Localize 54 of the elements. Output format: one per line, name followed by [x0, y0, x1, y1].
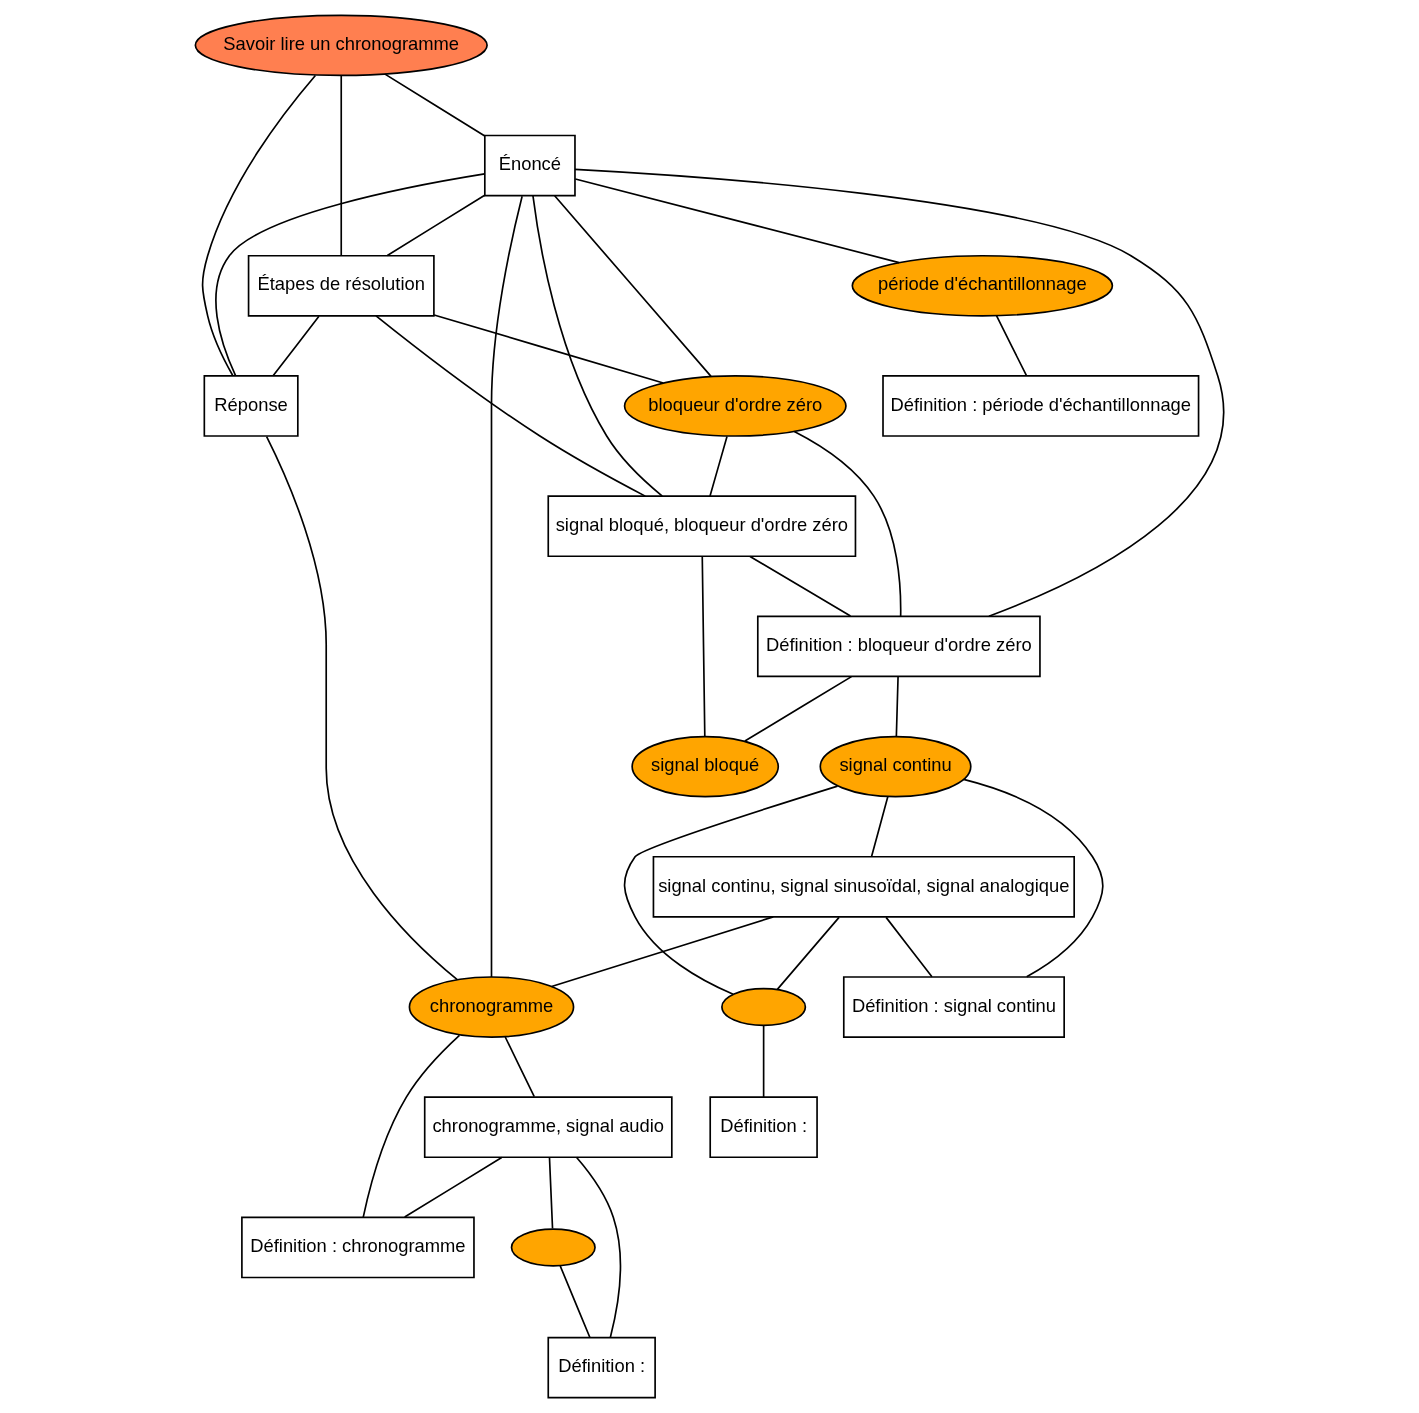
connector [550, 916, 774, 988]
connector [548, 1156, 553, 1230]
node-box: chronogramme, signal audio [423, 1096, 673, 1159]
node-ellipse: signal continu [818, 735, 972, 798]
connector [748, 555, 851, 617]
connector [214, 173, 485, 377]
connector [743, 675, 852, 742]
connector [870, 795, 889, 858]
connector [558, 1265, 591, 1339]
connector [503, 1036, 535, 1098]
connector [361, 1034, 460, 1219]
connector [339, 74, 342, 257]
node-ellipse: chronogramme [408, 976, 574, 1038]
connector [884, 916, 933, 978]
node-box: Définition : [708, 1096, 818, 1159]
connector [895, 676, 899, 738]
connector [403, 1156, 503, 1218]
connector [490, 195, 523, 978]
connector [623, 785, 838, 996]
connector [265, 435, 458, 981]
node-ellipse: signal bloqué [630, 735, 779, 798]
connector [432, 314, 664, 384]
connector [995, 314, 1027, 377]
connector [386, 194, 486, 257]
connector [575, 1156, 621, 1339]
connector [708, 435, 728, 497]
connector [962, 778, 1104, 978]
connector [792, 430, 902, 617]
connector [383, 73, 485, 137]
connector [700, 555, 706, 738]
connector [553, 195, 712, 378]
connector [574, 178, 900, 264]
node-ellipse: période d'échantillonnage [851, 254, 1113, 317]
node-box: Définition : [546, 1336, 656, 1399]
node-ellipse: Savoir lire un chronogramme [194, 14, 488, 77]
node-box: Définition : bloqueur d'ordre zéro [756, 615, 1041, 678]
node-ellipse: bloqueur d'ordre zéro [623, 375, 847, 437]
node-box: signal continu, signal sinusoïdal, signal analogique [652, 855, 1075, 918]
connector [271, 315, 320, 377]
node-box: Définition : chronogramme [240, 1216, 475, 1279]
node-ellipse [720, 987, 806, 1027]
node-box: Réponse [203, 375, 299, 437]
node-box: Définition : période d'échantillonnage [881, 375, 1199, 437]
node-box: Définition : signal continu [842, 976, 1065, 1038]
connector [776, 916, 840, 991]
connector [374, 315, 646, 497]
node-box: Étapes de résolution [247, 254, 435, 317]
connector [573, 168, 1224, 618]
node-ellipse [510, 1228, 596, 1267]
connector [531, 195, 663, 497]
connector [762, 1024, 764, 1098]
node-box: signal bloqué, bloqueur d'ordre zéro [546, 495, 856, 558]
connector [201, 74, 316, 377]
node-box: Énoncé [483, 134, 576, 197]
